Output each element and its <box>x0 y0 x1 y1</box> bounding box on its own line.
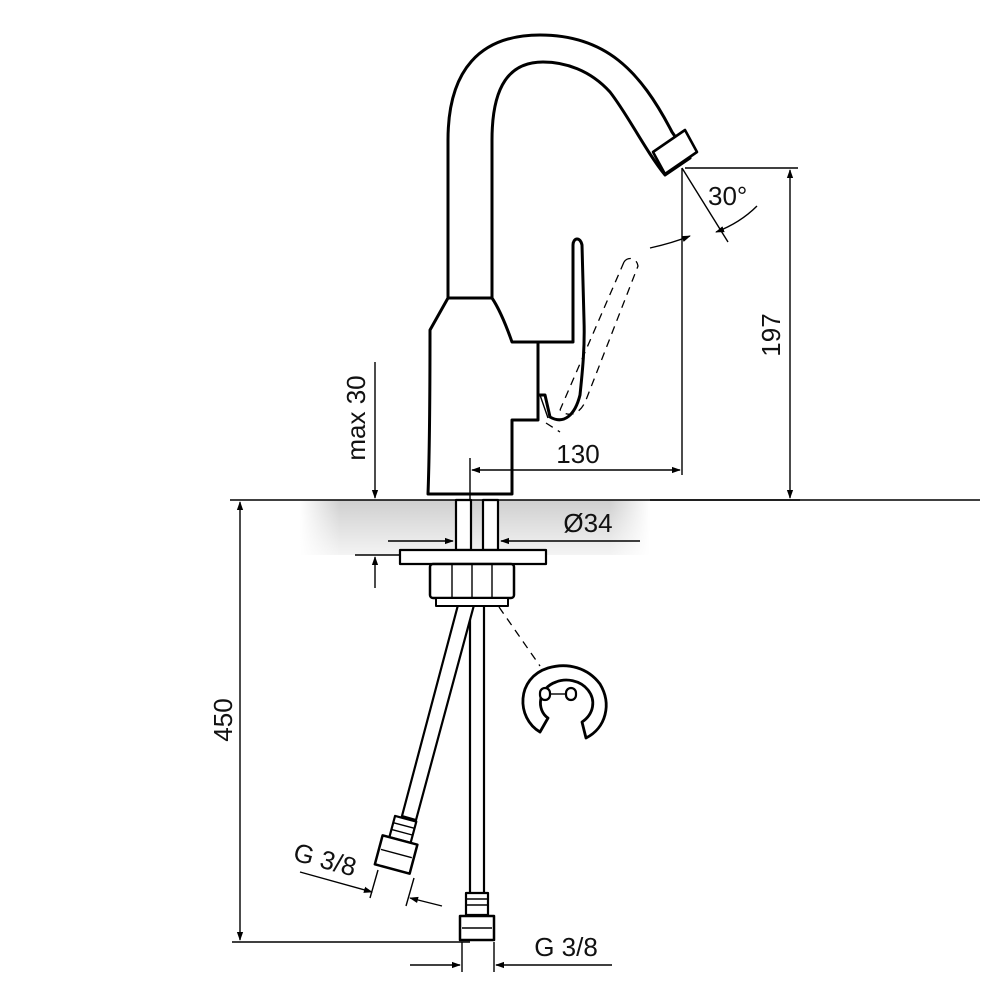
countertop-section <box>230 499 980 555</box>
dim-g38-bottom-label: G 3/8 <box>534 932 598 962</box>
dimension-spout-reach: 130 <box>469 439 681 500</box>
dimension-body-diameter: Ø34 <box>388 508 640 545</box>
dimension-thread-bottom: G 3/8 <box>410 932 612 972</box>
faucet-lever <box>536 237 586 422</box>
dimension-spout-height: 197 <box>650 167 800 501</box>
dimension-thread-left: G 3/8 <box>290 837 443 907</box>
hose-angled <box>373 603 476 875</box>
horseshoe-clip <box>498 606 608 740</box>
dim-30deg-label: 30° <box>708 181 747 211</box>
dim-g38-left-label: G 3/8 <box>290 837 359 882</box>
dimension-max-deck: max 30 <box>341 362 400 588</box>
dim-dia34-label: Ø34 <box>563 508 612 538</box>
faucet-spout <box>446 33 699 300</box>
mounting-nut <box>428 562 516 607</box>
mounting-plate <box>398 548 548 566</box>
dim-197-label: 197 <box>756 313 786 356</box>
dimension-spout-angle: 30° <box>649 167 758 475</box>
faucet-body <box>426 296 540 496</box>
lever-open-position <box>545 257 639 433</box>
dim-max30-label: max 30 <box>341 375 371 460</box>
dimension-hose-length: 450 <box>208 501 470 943</box>
hose-straight <box>458 603 496 942</box>
mounting-shank <box>454 498 500 552</box>
dim-450-label: 450 <box>208 698 238 741</box>
dim-130-label: 130 <box>556 439 599 469</box>
